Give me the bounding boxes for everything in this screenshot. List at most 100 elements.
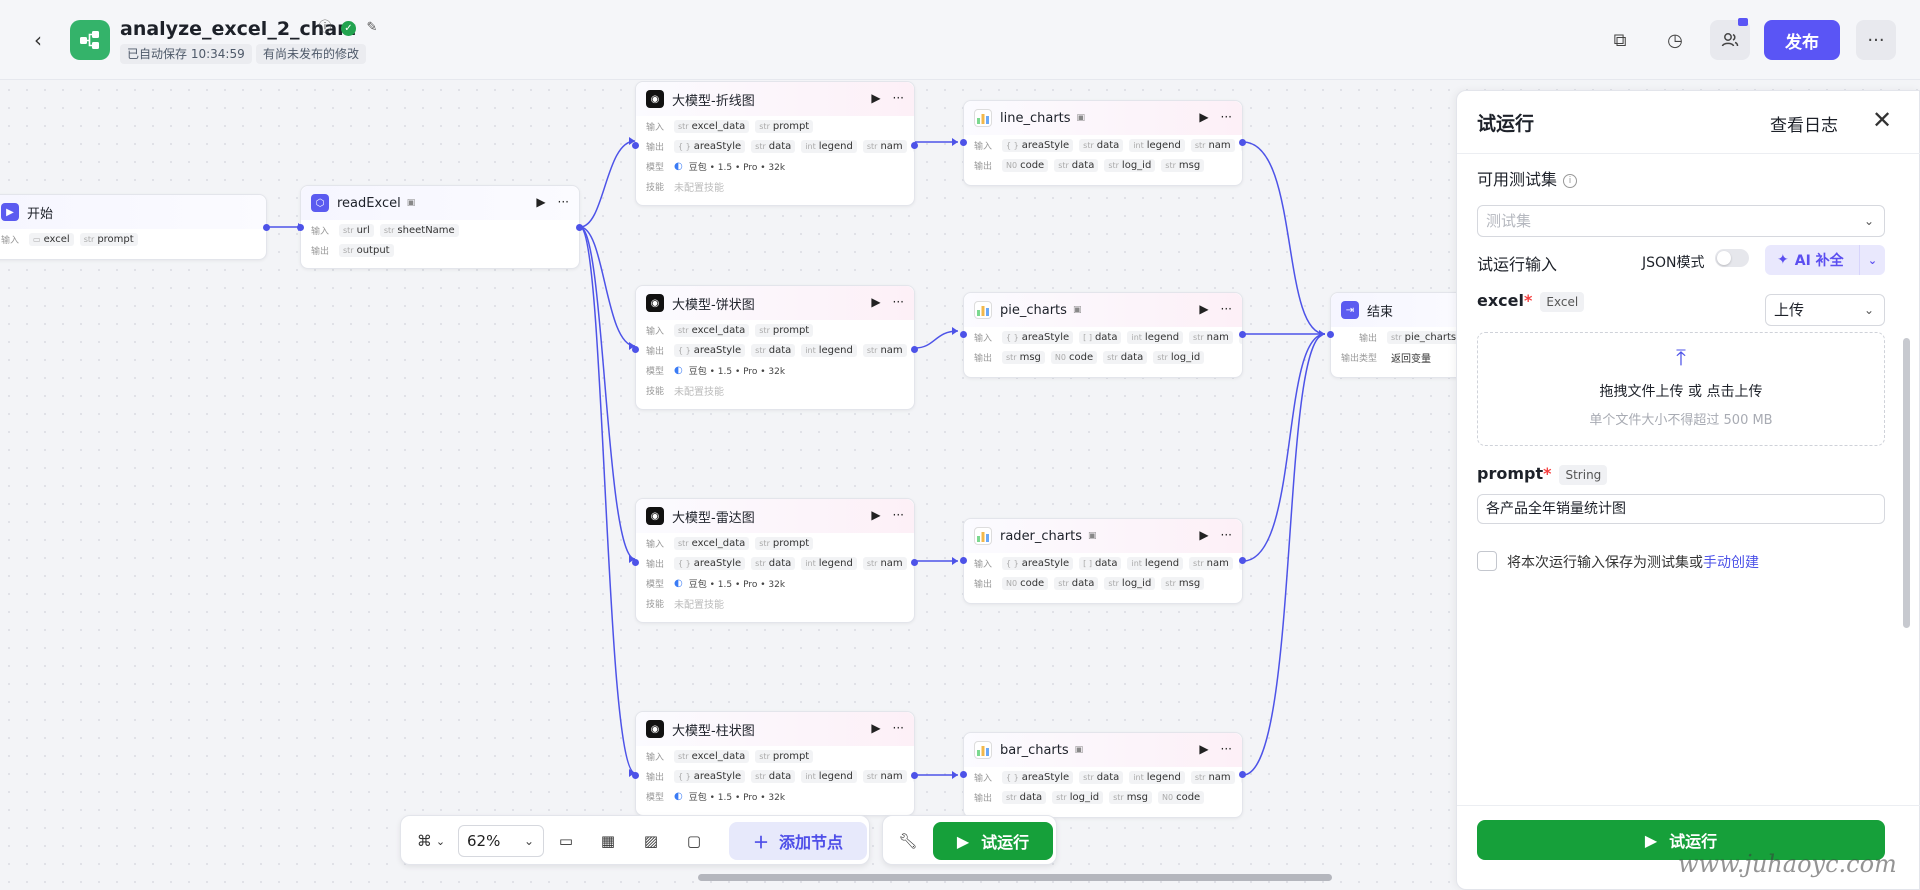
sparkle-icon: ✦ — [1777, 252, 1789, 268]
more-icon[interactable]: ··· — [1220, 110, 1232, 124]
input-port[interactable] — [632, 142, 639, 149]
play-icon[interactable]: ▶ — [871, 91, 881, 105]
more-icon[interactable]: ··· — [1220, 528, 1232, 542]
json-mode-toggle[interactable] — [1715, 249, 1749, 267]
chevron-left-icon[interactable]: ‹ — [34, 28, 42, 52]
input-port[interactable] — [632, 772, 639, 779]
ai-fill-button[interactable]: ✦AI 补全 ⌄ — [1765, 245, 1885, 275]
comment-button[interactable]: ▭ — [551, 826, 581, 856]
skill-value: 未配置技能 — [674, 182, 724, 194]
output-port[interactable] — [911, 772, 918, 779]
info-icon[interactable]: i — [1563, 173, 1578, 188]
output-port[interactable] — [263, 224, 270, 231]
output-port[interactable] — [1239, 557, 1246, 564]
play-icon[interactable]: ▶ — [1199, 302, 1209, 316]
input-port[interactable] — [960, 139, 967, 146]
save-testset-checkbox[interactable] — [1477, 551, 1497, 571]
info-icon[interactable]: ⓘ — [318, 20, 332, 35]
type-tag: str — [383, 225, 395, 235]
input-port[interactable] — [1327, 331, 1334, 338]
play-icon[interactable]: ▶ — [871, 508, 881, 522]
horizontal-scrollbar[interactable] — [698, 874, 1332, 881]
interaction-mode-button[interactable]: ⌘⌄ — [411, 826, 451, 856]
output-port[interactable] — [576, 224, 583, 231]
grid-icon: ▦ — [600, 832, 616, 850]
zoom-select[interactable]: 62% ⌄ — [458, 825, 544, 857]
publish-button[interactable]: 发布 — [1764, 20, 1840, 60]
image-button[interactable]: ▨ — [636, 826, 666, 856]
more-icon[interactable]: ··· — [892, 295, 904, 309]
vertical-scrollbar[interactable] — [1903, 338, 1910, 628]
play-icon[interactable]: ▶ — [871, 295, 881, 309]
type-tag: str — [755, 345, 766, 355]
output-port[interactable] — [911, 559, 918, 566]
add-node-button[interactable]: ＋ 添加节点 — [729, 822, 867, 860]
minimap-button[interactable]: ▢ — [679, 826, 709, 856]
more-icon[interactable]: ··· — [1220, 742, 1232, 756]
file-upload-dropzone[interactable]: ⤒ 拖拽文件上传 或 点击上传 单个文件大小不得超过 500 MB — [1477, 332, 1885, 446]
type-tag: N0 — [1054, 352, 1066, 362]
input-port[interactable] — [297, 224, 304, 231]
output-port[interactable] — [911, 142, 918, 149]
play-icon[interactable]: ▶ — [1199, 110, 1209, 124]
play-icon[interactable]: ▶ — [536, 195, 546, 209]
more-icon[interactable]: ··· — [1220, 302, 1232, 316]
title-icons: ⓘ ✓ ✎ — [317, 20, 380, 36]
upload-mode-select[interactable]: 上传 ⌄ — [1765, 294, 1885, 326]
play-icon[interactable]: ▶ — [871, 721, 881, 735]
output-port[interactable] — [1239, 139, 1246, 146]
history-button[interactable]: ◷ — [1655, 20, 1695, 60]
upload-title: 拖拽文件上传 或 点击上传 — [1599, 384, 1763, 400]
layout-button[interactable]: ▦ — [593, 826, 623, 856]
output-port[interactable] — [1239, 331, 1246, 338]
output-type-value: 返回变量 — [1391, 353, 1431, 365]
play-icon[interactable]: ▶ — [1199, 528, 1209, 542]
doubao-icon: ◐ — [674, 364, 683, 376]
input-port[interactable] — [632, 346, 639, 353]
close-icon[interactable]: ✕ — [1872, 106, 1893, 134]
play-icon[interactable]: ▶ — [1199, 742, 1209, 756]
copy-button[interactable]: ⧉ — [1600, 20, 1640, 60]
manual-create-link[interactable]: 手动创建 — [1703, 555, 1759, 571]
view-log-link[interactable]: 查看日志 — [1770, 116, 1838, 136]
prompt-input[interactable]: 各产品全年销量统计图 — [1477, 494, 1885, 524]
llm-model: 模型◐豆包 • 1.5 • Pro • 32k — [636, 156, 914, 176]
param-name: areaStyle — [693, 770, 742, 782]
input-port[interactable] — [960, 557, 967, 564]
input-port[interactable] — [960, 331, 967, 338]
more-button[interactable]: ··· — [1856, 20, 1896, 60]
input-port[interactable] — [960, 771, 967, 778]
debug-button[interactable]: 🔧︎ — [893, 826, 923, 856]
chevron-down-icon[interactable]: ⌄ — [1859, 245, 1885, 275]
more-icon[interactable]: ··· — [892, 508, 904, 522]
type-tag: N0 — [1006, 578, 1018, 588]
skill-value: 未配置技能 — [674, 386, 724, 398]
more-icon[interactable]: ··· — [557, 195, 569, 209]
output-port[interactable] — [1239, 771, 1246, 778]
more-icon[interactable]: ··· — [892, 91, 904, 105]
input-port[interactable] — [632, 559, 639, 566]
more-icon[interactable]: ··· — [892, 721, 904, 735]
testset-select[interactable]: 测试集 ⌄ — [1477, 205, 1885, 237]
type-tag: str — [1157, 352, 1168, 362]
llm-skill: 技能未配置技能 — [636, 593, 914, 613]
panel-run-button[interactable]: ▶ 试运行 — [1477, 820, 1885, 860]
test-run-button[interactable]: ▶ 试运行 — [933, 822, 1053, 860]
output-port[interactable] — [911, 346, 918, 353]
collaborators-button[interactable] — [1710, 18, 1750, 60]
edit-icon[interactable]: ✎ — [366, 20, 378, 35]
